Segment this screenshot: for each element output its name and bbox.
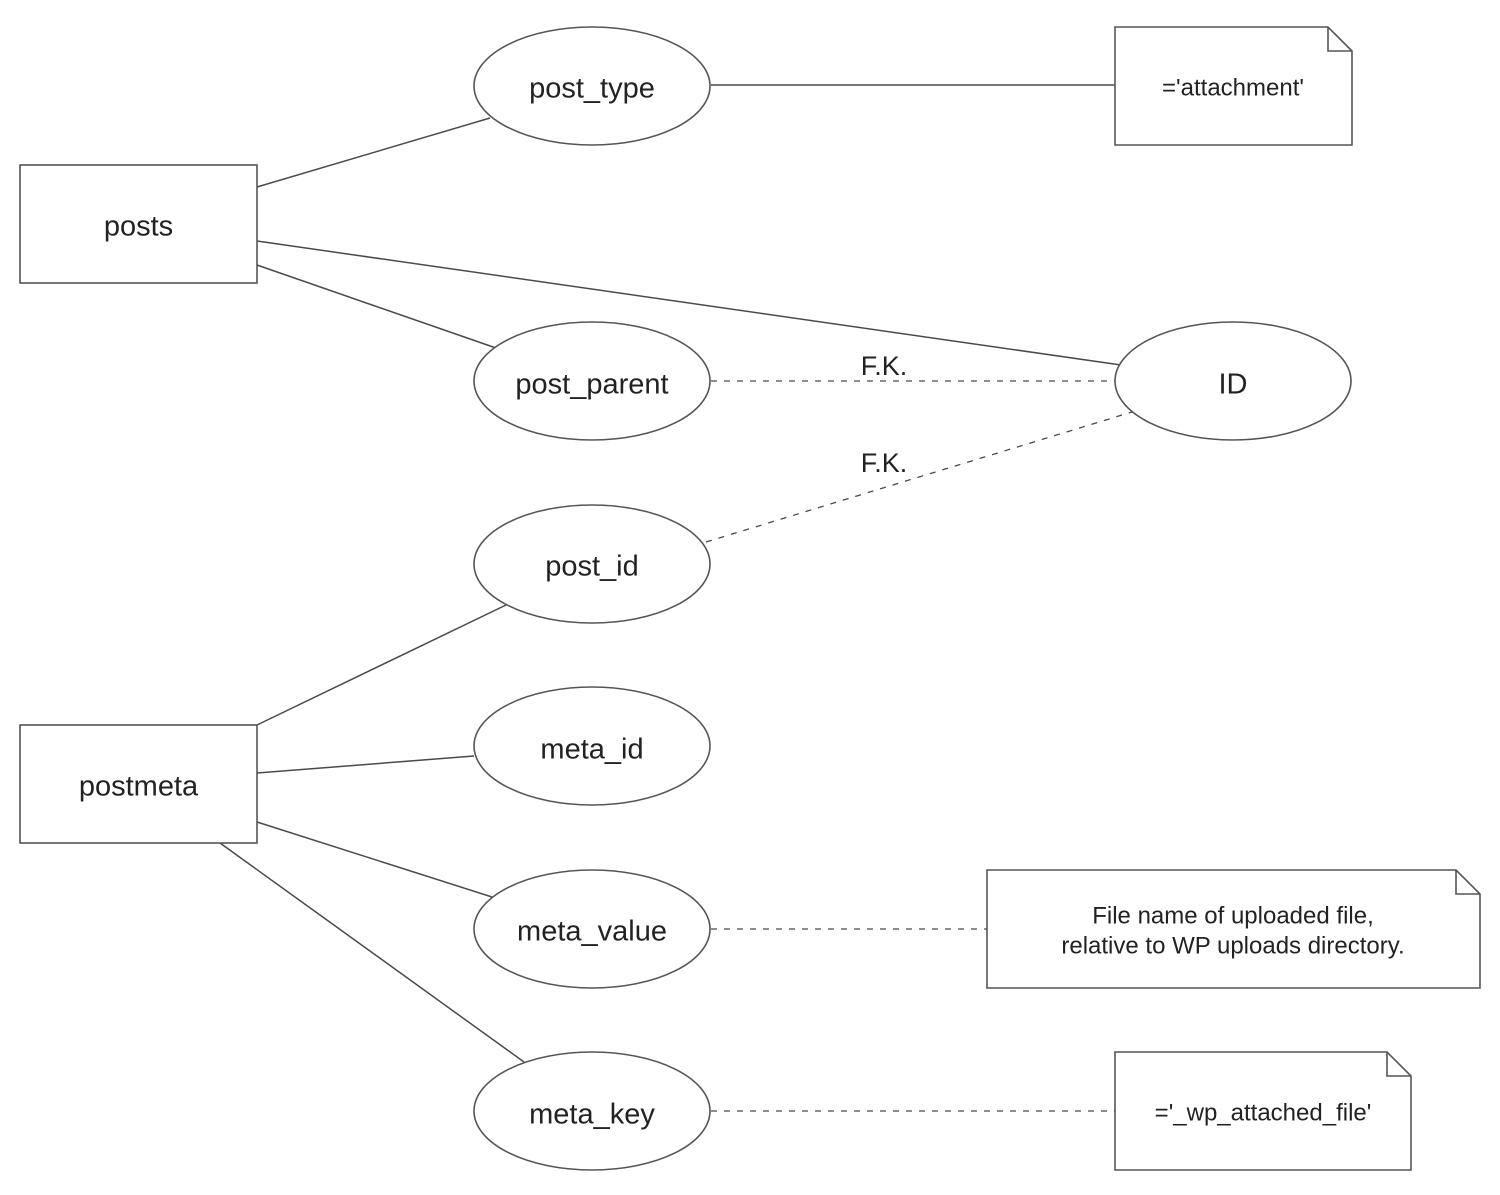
attribute-meta-id: meta_id	[473, 686, 711, 806]
attribute-post-type: post_type	[473, 26, 711, 146]
fk-label-post-parent: F.K.	[861, 351, 908, 381]
attribute-post-id-label: post_id	[545, 551, 639, 583]
attribute-post-type-label: post_type	[529, 73, 655, 105]
connector-posts-id	[256, 240, 1122, 366]
attribute-post-parent: post_parent	[473, 321, 711, 441]
entity-postmeta: postmeta	[19, 724, 258, 844]
note-wp-attached-file: ='_wp_attached_file'	[1114, 1051, 1412, 1171]
note-file-name: File name of uploaded file, relative to …	[986, 869, 1481, 989]
connector-post-id-id-fk	[705, 411, 1133, 543]
attribute-post-parent-label: post_parent	[515, 369, 668, 401]
note-attachment: ='attachment'	[1114, 26, 1353, 146]
attribute-meta-key-label: meta_key	[529, 1099, 655, 1131]
connectors	[219, 84, 1133, 1112]
attribute-meta-value-label: meta_value	[517, 916, 667, 948]
attribute-meta-key: meta_key	[473, 1051, 711, 1171]
connector-postmeta-meta-value	[256, 821, 493, 898]
entity-posts-label: posts	[104, 211, 173, 243]
connector-posts-post-type	[256, 117, 491, 188]
attribute-id: ID	[1114, 321, 1352, 441]
connector-postmeta-meta-id	[256, 755, 475, 774]
attribute-id-label: ID	[1219, 369, 1248, 401]
entity-postmeta-label: postmeta	[79, 771, 199, 803]
note-attachment-text: ='attachment'	[1162, 74, 1304, 101]
entity-posts: posts	[19, 164, 258, 284]
note-wp-attached-file-text: ='_wp_attached_file'	[1155, 1099, 1372, 1126]
fk-label-post-id: F.K.	[861, 448, 908, 478]
connector-postmeta-post-id	[256, 604, 507, 726]
connector-postmeta-meta-key	[219, 842, 525, 1063]
note-file-name-line2: relative to WP uploads directory.	[1061, 932, 1404, 959]
attribute-post-id: post_id	[473, 504, 711, 624]
connector-posts-post-parent	[256, 264, 497, 349]
attribute-meta-value: meta_value	[473, 869, 711, 989]
attribute-meta-id-label: meta_id	[540, 734, 643, 766]
note-file-name-line1: File name of uploaded file,	[1092, 902, 1374, 929]
